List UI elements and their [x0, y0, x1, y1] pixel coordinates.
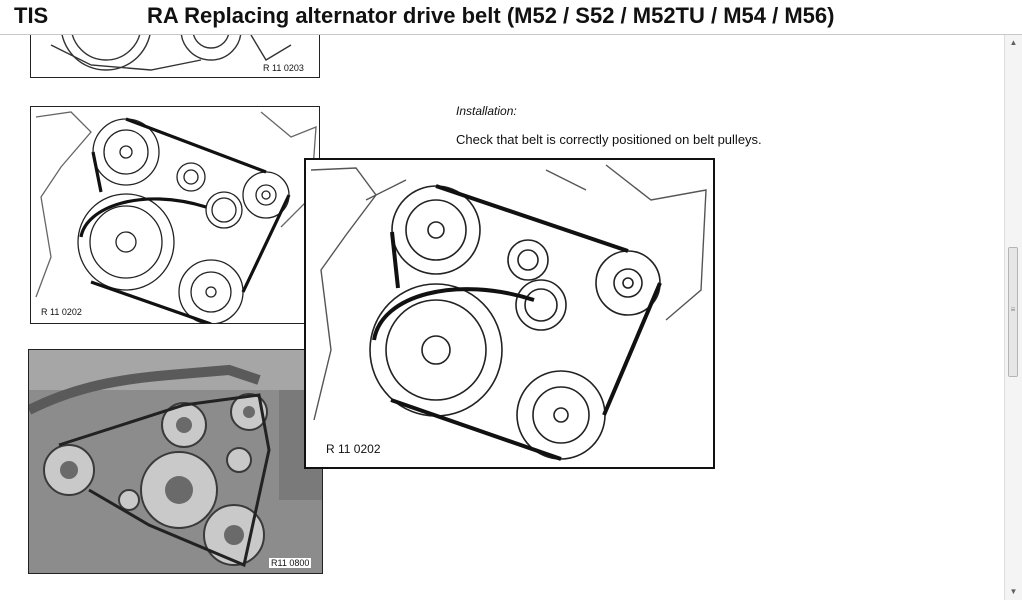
document-title: RA Replacing alternator drive belt (M52 … — [147, 3, 835, 28]
figure-label: R11 0800 — [269, 558, 312, 568]
installation-instruction: Check that belt is correctly positioned … — [456, 132, 762, 147]
app-name: TIS — [14, 3, 49, 28]
figure-r110202-enlarged[interactable]: R 11 0202 — [304, 158, 715, 469]
vertical-scrollbar[interactable]: ▲ ≡ ▼ — [1004, 35, 1022, 600]
figure-r110800-photo: R11 0800 — [28, 349, 323, 574]
grip-icon: ≡ — [1010, 305, 1016, 314]
title-bar: TIS RA Replacing alternator drive belt (… — [0, 0, 1022, 35]
engine-photo — [29, 350, 322, 573]
belt-diagram-small — [35, 111, 317, 323]
scroll-up-icon[interactable]: ▲ — [1009, 38, 1018, 47]
installation-heading: Installation: — [456, 104, 517, 118]
figure-r110202-small: R 11 0202 — [30, 106, 320, 324]
figure-r110203: R 11 0203 — [30, 35, 320, 78]
figure-r110203-drawing — [50, 35, 292, 71]
scrollbar-thumb[interactable]: ≡ — [1008, 247, 1018, 377]
belt-diagram-enlarged — [310, 164, 707, 461]
scroll-down-icon[interactable]: ▼ — [1009, 587, 1018, 596]
figure-label: R 11 0202 — [324, 442, 383, 456]
figure-label: R 11 0202 — [39, 307, 84, 317]
figure-label: R 11 0203 — [261, 63, 306, 73]
document-content: R 11 0203 R 11 0202 — [0, 35, 1004, 600]
